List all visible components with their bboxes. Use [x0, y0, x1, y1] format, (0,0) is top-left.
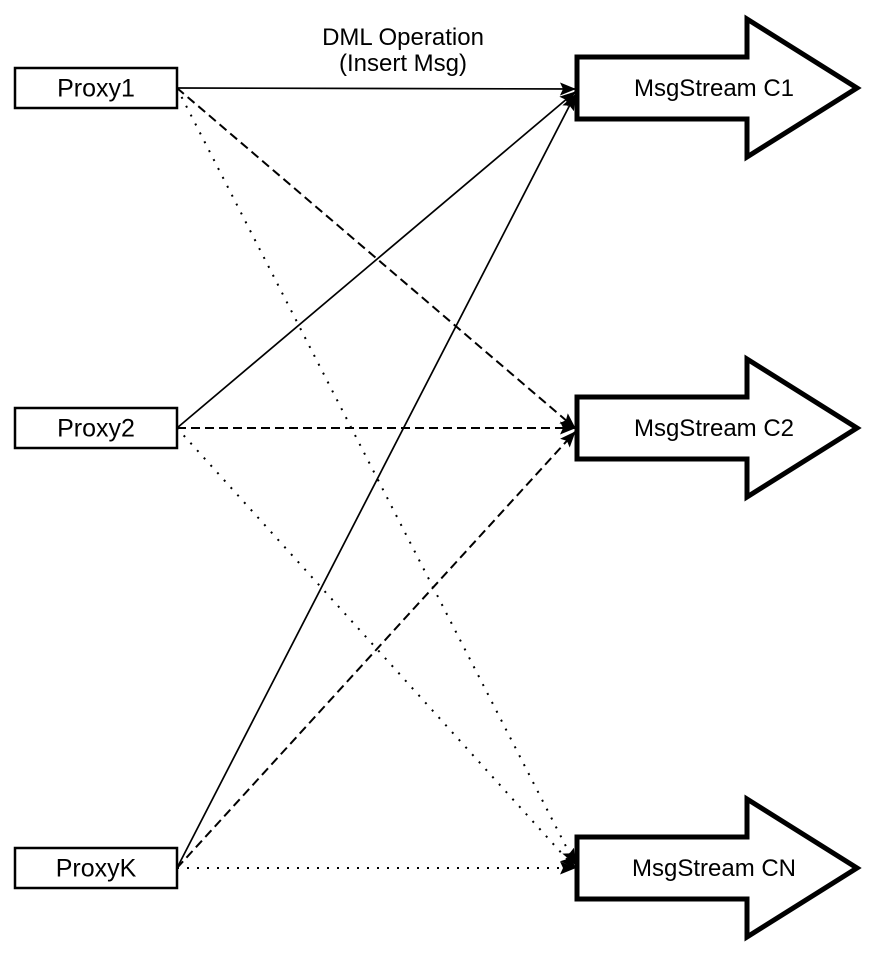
edge-proxy2-to-c1 — [176, 91, 576, 429]
proxyk-label: ProxyK — [56, 855, 137, 883]
proxy-nodes-group: Proxy1 Proxy2 ProxyK — [13, 66, 179, 890]
proxy1-node: Proxy1 — [13, 66, 179, 110]
msgstream-c2-arrow — [574, 354, 862, 502]
proxy1-label: Proxy1 — [57, 75, 135, 103]
msgstream-cn-label: MsgStream CN — [632, 855, 796, 882]
edges-group — [176, 82, 576, 875]
stream-nodes-group: MsgStream C1 MsgStream C2 MsgStream CN — [574, 14, 862, 942]
msgstream-c2-node: MsgStream C2 — [574, 354, 862, 502]
edge-proxy1-to-c1 — [176, 82, 576, 96]
msgstream-c1-arrow — [574, 14, 862, 162]
msgstream-c1-label: MsgStream C1 — [634, 75, 794, 102]
proxy2-label: Proxy2 — [57, 415, 135, 443]
msgstream-c2-label: MsgStream C2 — [634, 415, 794, 442]
msgstream-cn-arrow — [574, 794, 862, 942]
proxy1-box — [13, 66, 179, 110]
proxy2-box — [13, 406, 179, 450]
edge-annotation-line2: (Insert Msg) — [339, 50, 467, 77]
edge-proxy1-to-cn — [176, 87, 576, 865]
msgstream-cn-node: MsgStream CN — [574, 794, 862, 942]
edge-proxyk-to-c2 — [176, 431, 576, 869]
proxy2-node: Proxy2 — [13, 406, 179, 450]
edge-annotation-line1: DML Operation — [322, 24, 484, 51]
edge-proxyk-to-c1 — [176, 94, 576, 869]
edge-annotation: DML Operation (Insert Msg) — [322, 24, 484, 77]
msgstream-c1-node: MsgStream C1 — [574, 14, 862, 162]
proxyk-node: ProxyK — [13, 846, 179, 890]
edge-proxy1-to-c2 — [176, 87, 576, 429]
proxyk-box — [13, 846, 179, 890]
